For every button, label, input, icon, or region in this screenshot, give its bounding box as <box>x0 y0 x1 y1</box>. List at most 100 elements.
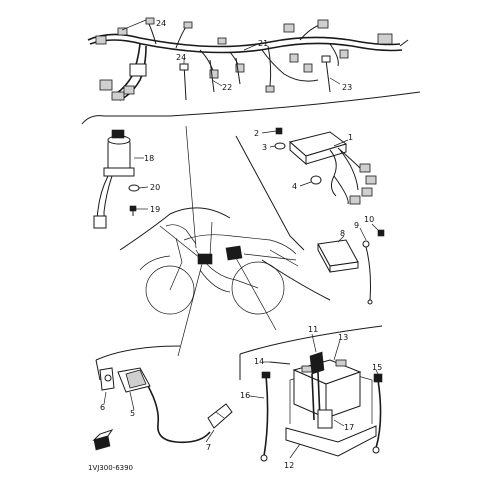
callout-16: 16 <box>240 391 250 400</box>
harness-connector <box>217 37 227 45</box>
battery-group <box>249 333 383 462</box>
cable-tie-head <box>321 55 331 63</box>
leader-line <box>103 391 107 405</box>
engine <box>199 269 231 293</box>
harness-connector <box>317 19 329 29</box>
leader-line <box>329 77 341 85</box>
leader-line <box>333 139 349 147</box>
cdi-connector <box>361 187 373 197</box>
harness-connector <box>183 21 193 29</box>
callout-2: 2 <box>254 129 259 138</box>
lead-terminal <box>362 240 370 248</box>
battery-terminal <box>335 359 347 367</box>
ignition-section-side <box>95 359 101 381</box>
lead-terminal <box>373 373 383 383</box>
battery-plus-lead <box>375 379 382 449</box>
callout-10: 10 <box>364 215 374 224</box>
handlebar <box>165 224 197 245</box>
harness-connector <box>283 23 295 33</box>
harness-relay-block <box>129 63 147 77</box>
harness-left-branch-2 <box>119 45 147 101</box>
harness-connector <box>377 33 393 45</box>
cap-ring <box>215 411 225 419</box>
bolt-icon <box>377 229 385 237</box>
harness-connector <box>111 91 125 101</box>
callout-24: 24 <box>156 19 166 28</box>
section-dividers <box>81 91 421 381</box>
callout-15: 15 <box>372 363 382 372</box>
leader-line <box>211 79 223 87</box>
cdi-connector <box>349 195 361 205</box>
callout-18: 18 <box>144 154 154 163</box>
lead-wire <box>365 246 371 301</box>
ignition-switch-connector <box>93 215 107 229</box>
harness-main-trunk-2 <box>89 39 403 54</box>
callout-19: 19 <box>150 205 160 214</box>
relay-front <box>329 261 359 273</box>
harness-branch-h <box>267 45 272 87</box>
callout-1: 1 <box>348 133 353 142</box>
harness-branch-c <box>261 49 319 82</box>
leader-line <box>185 125 197 249</box>
battery-band <box>311 373 315 421</box>
ignition-key-cap <box>111 129 125 139</box>
harness-branch-e <box>329 43 339 67</box>
leader-line <box>261 130 277 134</box>
motorcycle-outline <box>139 125 299 357</box>
callout-7: 7 <box>206 443 211 452</box>
leader-line <box>337 235 345 243</box>
ignition-switch-bracket <box>103 167 135 177</box>
harness-connector <box>209 69 219 79</box>
callout-11: 11 <box>308 325 318 334</box>
leader-line <box>359 227 367 241</box>
callout-13: 13 <box>338 333 348 342</box>
ignition-switch <box>93 129 149 229</box>
callout-23: 23 <box>342 83 352 92</box>
battery-terminal <box>301 365 313 373</box>
leader-line <box>299 181 312 187</box>
tank-seat <box>183 234 297 255</box>
front-wheel <box>145 265 195 315</box>
leader-line <box>311 333 317 353</box>
cable-tie-head <box>179 63 189 71</box>
harness-connector <box>123 85 135 95</box>
callout-4: 4 <box>292 182 297 191</box>
leader-line <box>129 391 135 411</box>
coil-bracket-hole <box>104 374 112 382</box>
relay-body <box>317 239 359 267</box>
leader-line <box>177 263 203 357</box>
harness-connector <box>99 79 113 91</box>
bolt-icon <box>275 127 283 135</box>
harness-main-trunk <box>87 33 401 48</box>
diagram-code: 1VJ300-6390 <box>88 464 133 472</box>
callout-labels: 24 21 24 22 23 18 20 19 1 2 3 4 8 9 10 1… <box>88 19 382 472</box>
right-upper-divider <box>235 135 305 251</box>
lead-terminal <box>261 371 271 379</box>
harness-connector <box>117 27 128 36</box>
front-direction-badge <box>92 429 114 451</box>
ignition-coil-core <box>125 369 147 389</box>
leader-line <box>243 43 259 51</box>
rear-wheel <box>231 261 285 315</box>
callout-21: 21 <box>258 39 268 48</box>
leader-line <box>235 257 277 331</box>
grommet-icon <box>310 175 322 185</box>
battery-case-base <box>285 425 377 457</box>
leader-line <box>121 19 147 31</box>
harness-connector <box>265 85 275 93</box>
cable-tie <box>209 59 215 93</box>
harness-connector <box>339 49 349 59</box>
callout-12: 12 <box>284 461 294 470</box>
left-section-divider <box>119 207 231 251</box>
callout-6: 6 <box>100 403 105 412</box>
callout-3: 3 <box>262 143 267 152</box>
leader-line <box>269 145 276 148</box>
harness-connector <box>289 53 299 63</box>
engine-block <box>197 253 213 265</box>
harness-connector <box>145 17 155 25</box>
callout-8: 8 <box>340 229 345 238</box>
ignition-coil-group <box>99 367 233 444</box>
battery-front <box>325 371 361 419</box>
harness-connector <box>303 63 313 73</box>
leader-line <box>209 221 213 257</box>
